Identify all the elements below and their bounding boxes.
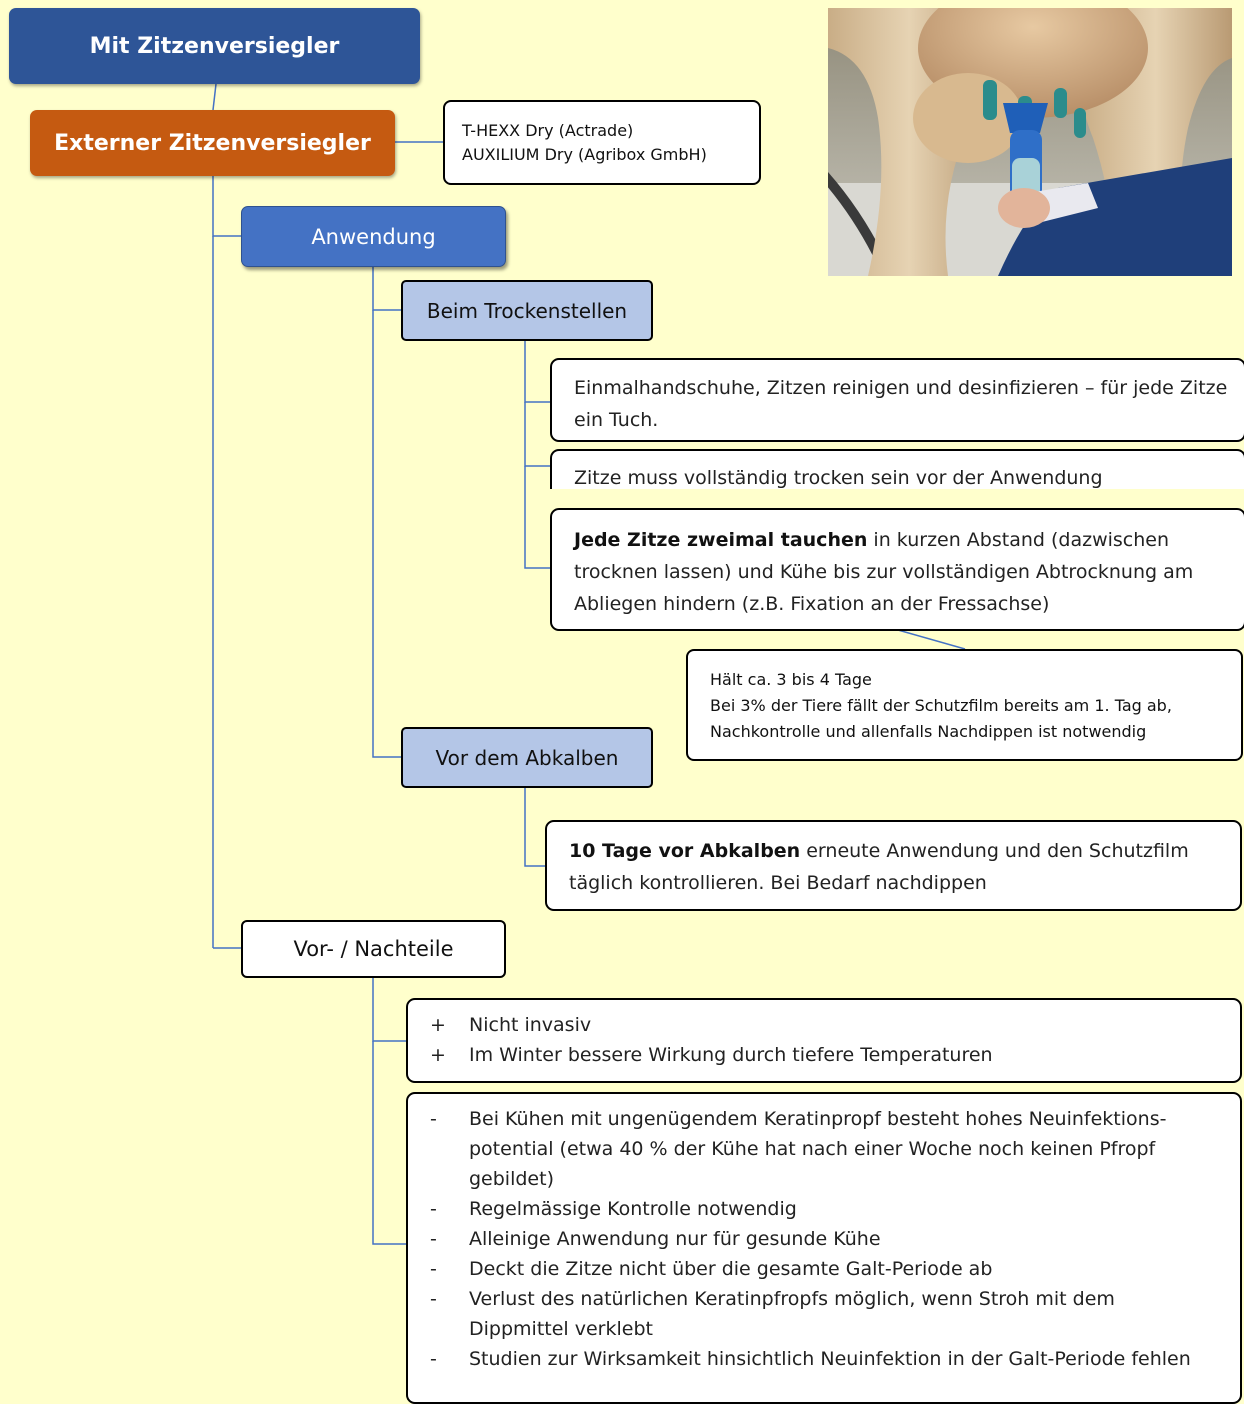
step1-text: Einmalhandschuhe, Zitzen reinigen und de… [574, 377, 1228, 431]
connector-anwendung-abkalben [372, 310, 401, 758]
minus-marker: - [430, 1258, 437, 1280]
connector-step3-duration [897, 629, 966, 650]
step3-bold-text: Jede Zitze zweimal tauchen [574, 529, 868, 551]
teat-sealing-photo [828, 8, 1232, 276]
connector-trockenstellen-step2 [524, 402, 550, 467]
minus-marker: - [430, 1198, 437, 1220]
plus-marker: + [430, 1014, 446, 1036]
step3-text: in kurzen Abstand (dazwischen trocknen l… [574, 529, 1194, 615]
pros-box: +Nicht invasiv +Im Winter bessere Wirkun… [406, 998, 1242, 1083]
step-note-trocken: Zitze muss vollständig trocken sein vor … [550, 449, 1244, 489]
abkalben-note: 10 Tage vor Abkalben erneute Anwendung u… [545, 820, 1242, 911]
con-item: -Deckt die Zitze nicht über die gesamte … [408, 1254, 1212, 1284]
connector-trockenstellen-step1 [524, 340, 550, 403]
connector-anwendung-children [372, 267, 401, 311]
root-node-label: Mit Zitzenversiegler [89, 33, 340, 59]
con-item: -Studien zur Wirksamkeit hinsichtlich Ne… [408, 1344, 1212, 1374]
con-item: -Verlust des natürlichen Keratinpfropfs … [408, 1284, 1212, 1344]
duration-line: Hält ca. 3 bis 4 Tage [710, 670, 872, 689]
pro-item: +Im Winter bessere Wirkung durch tiefere… [408, 1040, 1230, 1070]
connector-vornachteile-pros [372, 978, 406, 1042]
step-note-desinfektion: Einmalhandschuhe, Zitzen reinigen und de… [550, 358, 1244, 442]
external-node-label: Externer Zitzenversiegler [54, 130, 371, 156]
con-item: -Regelmässige Kontrolle notwendig [408, 1194, 1212, 1224]
root-node-mit-zitzenversiegler: Mit Zitzenversiegler [9, 8, 420, 84]
node-externer-zitzenversiegler: Externer Zitzenversiegler [30, 110, 395, 176]
connector-trockenstellen-step3 [524, 466, 550, 569]
duration-line: Bei 3% der Tiere fällt der Schutzfilm be… [710, 696, 1172, 715]
connector-abkalben-note [524, 788, 545, 867]
connector-root-external [212, 83, 217, 111]
con-item: -Bei Kühen mit ungenügendem Keratinpropf… [408, 1104, 1212, 1194]
connector-vornachteile-cons [372, 1041, 406, 1245]
trockenstellen-label: Beim Trockenstellen [426, 298, 628, 323]
minus-marker: - [430, 1288, 437, 1310]
plus-marker: + [430, 1044, 446, 1066]
duration-line: Nachkontrolle und allenfalls Nachdippen … [710, 722, 1147, 741]
node-vor-nachteile: Vor- / Nachteile [241, 920, 506, 978]
product-item: T-HEXX Dry (Actrade) [462, 121, 634, 140]
abkalben-label: Vor dem Abkalben [435, 745, 619, 770]
product-item: AUXILIUM Dry (Agribox GmbH) [462, 145, 707, 164]
step2-text: Zitze muss vollständig trocken sein vor … [574, 467, 1103, 489]
pros-list: +Nicht invasiv +Im Winter bessere Wirkun… [408, 1010, 1230, 1070]
abkalben-text: erneute Anwendung und den Schutzfilm täg… [569, 840, 1189, 894]
teat-sealing-illustration [828, 8, 1232, 276]
connector-external-children [212, 176, 241, 237]
anwendung-label: Anwendung [311, 224, 436, 249]
minus-marker: - [430, 1228, 437, 1250]
con-item: -Alleinige Anwendung nur für gesunde Küh… [408, 1224, 1212, 1254]
minus-marker: - [430, 1108, 437, 1130]
duration-note: Hält ca. 3 bis 4 Tage Bei 3% der Tiere f… [686, 649, 1243, 761]
step-note-tauchen: Jede Zitze zweimal tauchen in kurzen Abs… [550, 508, 1244, 631]
vornachteile-label: Vor- / Nachteile [293, 937, 454, 961]
node-anwendung: Anwendung [241, 206, 506, 267]
minus-marker: - [430, 1348, 437, 1370]
cons-box: -Bei Kühen mit ungenügendem Keratinpropf… [406, 1092, 1242, 1404]
abkalben-bold-text: 10 Tage vor Abkalben [569, 840, 801, 862]
node-vor-dem-abkalben: Vor dem Abkalben [401, 727, 653, 788]
node-beim-trockenstellen: Beim Trockenstellen [401, 280, 653, 341]
cons-list: -Bei Kühen mit ungenügendem Keratinpropf… [408, 1104, 1212, 1374]
pro-item: +Nicht invasiv [408, 1010, 1230, 1040]
products-box: T-HEXX Dry (Actrade) AUXILIUM Dry (Agrib… [443, 100, 761, 185]
